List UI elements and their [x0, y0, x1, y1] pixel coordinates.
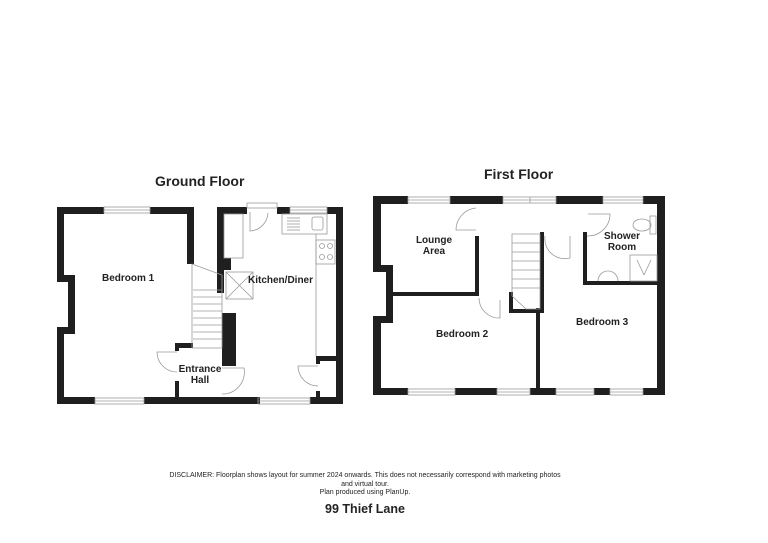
disclaimer-line-2: and virtual tour.	[341, 480, 389, 488]
disclaimer-line-3: Plan produced using PlanUp.	[319, 489, 411, 496]
property-address: 99 Thief Lane	[325, 502, 405, 516]
ground-floor-plan	[57, 207, 343, 404]
first-floor-fixtures	[407, 196, 658, 396]
disclaimer-text: DISCLAIMER: Floorplan shows layout for s…	[140, 472, 590, 498]
disclaimer-line-1: DISCLAIMER: Floorplan shows layout for s…	[169, 472, 561, 479]
room-kitchen-diner: Kitchen/Diner	[248, 275, 314, 286]
room-bedroom-2: Bedroom 2	[436, 329, 489, 340]
first-floor-plan	[373, 196, 665, 395]
ground-floor-fixtures	[94, 202, 336, 405]
room-bedroom-3: Bedroom 3	[576, 317, 629, 328]
first-floor-title: First Floor	[484, 166, 554, 182]
room-bedroom-1: Bedroom 1	[102, 273, 155, 284]
ground-floor-title: Ground Floor	[155, 173, 245, 189]
